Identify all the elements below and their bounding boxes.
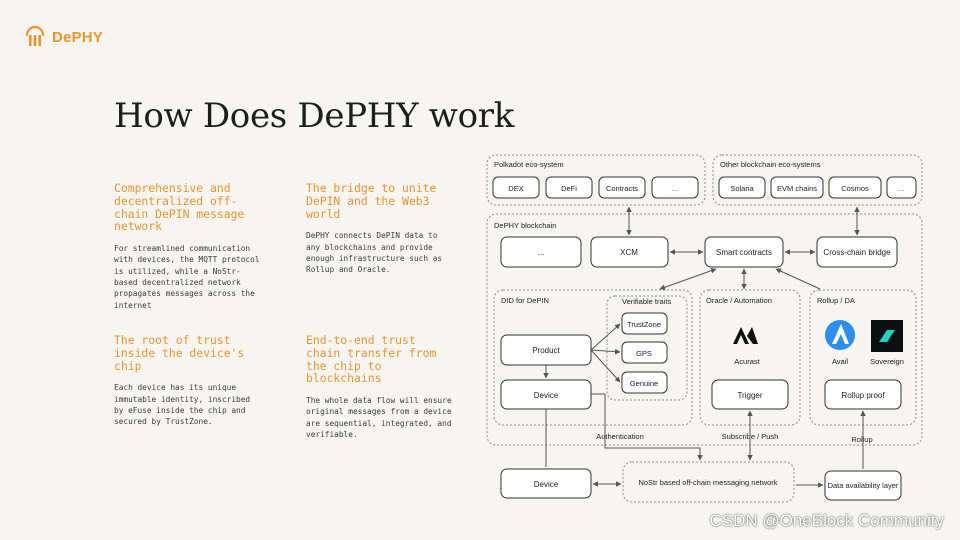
edge-authentication xyxy=(591,393,703,461)
feature-body: DePHY connects DePIN data to any blockch… xyxy=(306,231,443,275)
feature-heading: End-to-end trust chain transfer from the… xyxy=(306,333,437,386)
feature-web3-bridge: The bridge to unite DePIN and the Web3 w… xyxy=(306,182,474,276)
nostr-network-label: NoStr based off-chain messaging network xyxy=(638,478,777,487)
oracle-trigger-label: Trigger xyxy=(737,391,762,400)
edge-contracts-did xyxy=(659,268,717,290)
traits-group xyxy=(606,295,688,401)
rollup-proof xyxy=(824,379,902,410)
data-availability-layer-label: Data availability layer xyxy=(828,481,899,490)
trait-trustzone xyxy=(621,312,668,335)
chain-evm-label: EVM chains xyxy=(777,184,817,193)
traits-label: Verifiable traits xyxy=(622,297,671,306)
dephy-logo: DePHY xyxy=(24,25,104,48)
polkadot-more-label: ... xyxy=(672,184,678,193)
dephy-logo-icon xyxy=(24,25,46,48)
avail-logo xyxy=(825,320,855,350)
bottom-device-label: Device xyxy=(534,480,559,489)
rollup-proof-label: Rollup proof xyxy=(841,391,885,400)
node-xcm-label: XCM xyxy=(620,248,638,257)
sovereign-label: Sovereign xyxy=(870,357,904,366)
acurast-label: Acurast xyxy=(734,357,760,366)
node-cross-chain-bridge-label: Cross-chain bridge xyxy=(823,248,891,257)
trait-gps-label: GPS xyxy=(636,349,652,358)
edge-product-trustzone xyxy=(590,323,621,351)
chain-cosmos-label: Cosmos xyxy=(841,184,869,193)
trait-genuine-label: Genuine xyxy=(630,379,658,388)
other-chains-group xyxy=(712,154,923,206)
trait-genuine xyxy=(621,371,668,394)
polkadot-dex-label: DEX xyxy=(508,184,523,193)
feature-heading: The bridge to unite DePIN and the Web3 w… xyxy=(306,181,437,221)
rollup-label: Rollup / DA xyxy=(817,296,855,305)
polkadot-contracts-label: Contracts xyxy=(606,184,638,193)
other-chains-label: Other blockchain eco-systems xyxy=(720,160,821,169)
polkadot-label: Polkadot eco-system xyxy=(494,160,564,169)
trait-trustzone-label: TrustZone xyxy=(627,320,661,329)
node-cross-chain-bridge xyxy=(816,236,898,268)
feature-message-network: Comprehensive and decentralized off- cha… xyxy=(114,182,282,311)
edge-rollup-label: Rollup xyxy=(851,435,872,444)
edge-contracts-rollup xyxy=(775,268,821,290)
feature-body: For streamlined communication with devic… xyxy=(114,244,260,310)
brand-name: DePHY xyxy=(52,28,104,46)
oracle-label: Oracle / Automation xyxy=(706,296,772,305)
node-ellipsis-label: ... xyxy=(538,248,545,257)
acurast-logo xyxy=(733,327,758,344)
dephy-chain-label: DePHY blockchain xyxy=(494,221,556,230)
watermark: CSDN @OneBlock Community xyxy=(709,511,944,530)
node-smart-contracts-label: Smart contracts xyxy=(716,248,772,257)
sovereign-logo xyxy=(871,320,903,352)
trait-gps xyxy=(621,341,668,364)
nostr-network xyxy=(622,461,795,503)
edge-authentication-label: Authentication xyxy=(596,432,644,441)
bottom-device xyxy=(500,468,592,499)
avail-label: Avail xyxy=(832,357,848,366)
polkadot-group xyxy=(486,154,706,206)
data-availability-layer xyxy=(824,470,902,501)
node-smart-contracts xyxy=(704,236,784,268)
slide-title: How Does DePHY work xyxy=(114,96,515,136)
did-device-label: Device xyxy=(534,391,559,400)
chain-more xyxy=(886,176,917,199)
polkadot-contracts xyxy=(598,176,646,199)
polkadot-dex xyxy=(492,176,540,199)
did-label: DID for DePIN xyxy=(501,296,549,305)
edge-product-gps xyxy=(590,348,621,355)
edge-product-genuine xyxy=(590,349,621,383)
chain-solana xyxy=(718,176,766,199)
chain-cosmos xyxy=(828,176,882,199)
polkadot-more xyxy=(651,176,699,199)
chain-more-label: ... xyxy=(898,184,904,193)
did-group xyxy=(493,289,693,426)
chain-evm xyxy=(770,176,824,199)
node-ellipsis xyxy=(500,236,582,268)
feature-trust-chain: End-to-end trust chain transfer from the… xyxy=(306,334,474,440)
feature-heading: The root of trust inside the device's ch… xyxy=(114,333,245,373)
feature-body: The whole data flow will ensure original… xyxy=(306,396,452,440)
chain-solana-label: Solana xyxy=(730,184,754,193)
polkadot-defi-label: DeFi xyxy=(561,184,577,193)
feature-body: Each device has its unique immutable ide… xyxy=(114,383,251,427)
node-xcm xyxy=(590,236,669,268)
dephy-chain-group xyxy=(486,213,923,446)
feature-root-of-trust: The root of trust inside the device's ch… xyxy=(114,334,282,428)
did-product-label: Product xyxy=(532,346,560,355)
feature-heading: Comprehensive and decentralized off- cha… xyxy=(114,181,245,234)
oracle-trigger xyxy=(711,379,789,410)
polkadot-defi xyxy=(545,176,593,199)
